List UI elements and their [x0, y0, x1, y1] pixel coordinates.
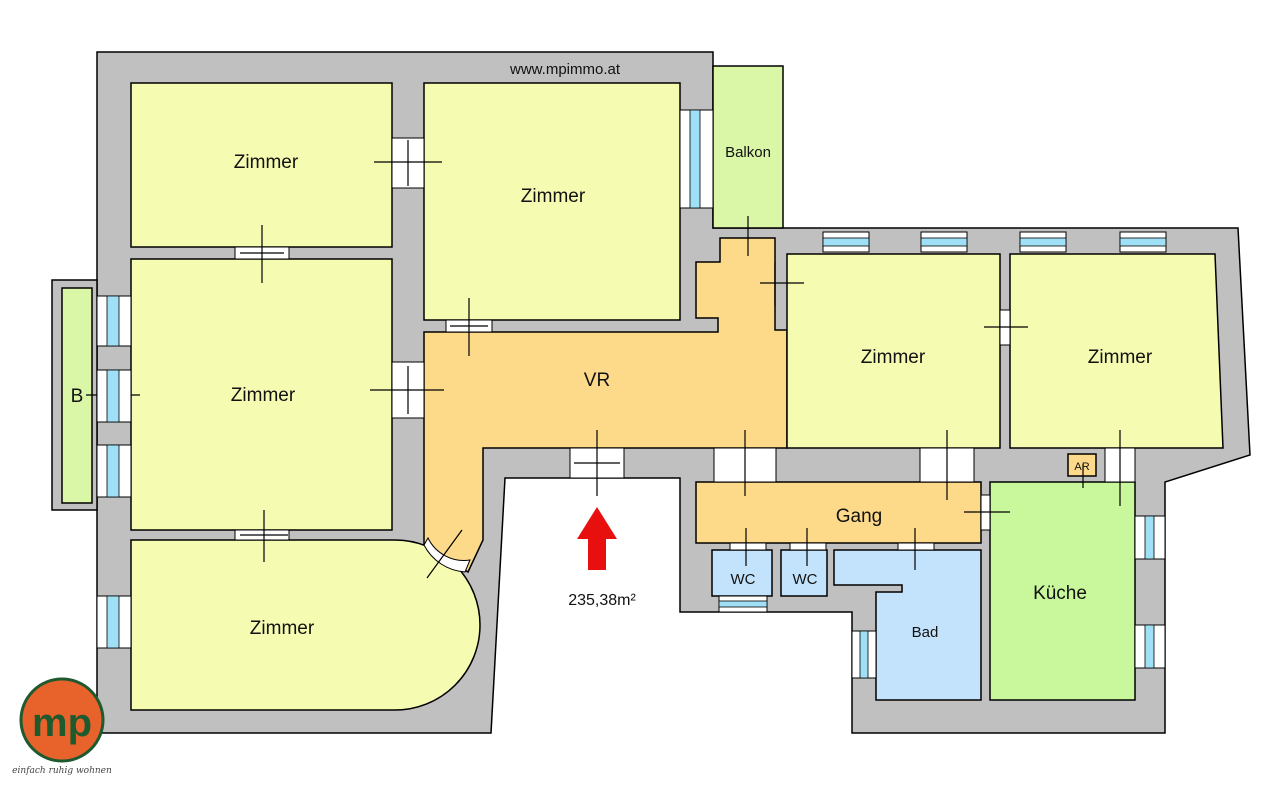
room-zimmer-right-2	[1009, 253, 1224, 449]
label-ar: AR	[1074, 461, 1089, 473]
label-balkon: Balkon	[725, 144, 771, 161]
room-zimmer-top-left	[130, 82, 393, 248]
label-wc-1: WC	[731, 571, 756, 588]
room-zimmer-mid-left	[130, 258, 393, 531]
room-gang	[695, 481, 982, 544]
label-zimmer-right-2: Zimmer	[1088, 347, 1153, 368]
room-zimmer-top-center	[423, 82, 681, 321]
room-kueche	[989, 481, 1136, 701]
door-swing-marks	[86, 140, 1121, 579]
label-kueche: Küche	[1033, 583, 1087, 604]
logo-slogan: einfach ruhig wohnen	[12, 766, 112, 776]
website-label: www.mpimmo.at	[509, 61, 621, 78]
label-wc-2: WC	[793, 571, 818, 588]
room-wc-1	[711, 549, 773, 597]
room-zimmer-right-1	[786, 253, 1001, 449]
room-bad	[833, 549, 982, 701]
entrance-arrow-icon	[577, 507, 617, 570]
room-ar	[1067, 453, 1097, 477]
label-zimmer-mid-left: Zimmer	[231, 385, 296, 406]
label-zimmer-top-left: Zimmer	[234, 152, 299, 173]
label-zimmer-right-1: Zimmer	[861, 347, 926, 368]
label-zimmer-top-center: Zimmer	[521, 186, 586, 207]
label-vr: VR	[584, 370, 610, 391]
room-wc-2	[780, 549, 828, 597]
total-area: 235,38m²	[568, 592, 636, 609]
label-bad: Bad	[912, 624, 939, 641]
windows	[96, 109, 1167, 679]
label-b: B	[71, 386, 84, 407]
logo-letters: mp	[32, 701, 92, 745]
label-zimmer-bottom-left: Zimmer	[250, 618, 315, 639]
mp-logo: mp einfach ruhig wohnen	[12, 677, 112, 776]
label-gang: Gang	[836, 506, 882, 527]
